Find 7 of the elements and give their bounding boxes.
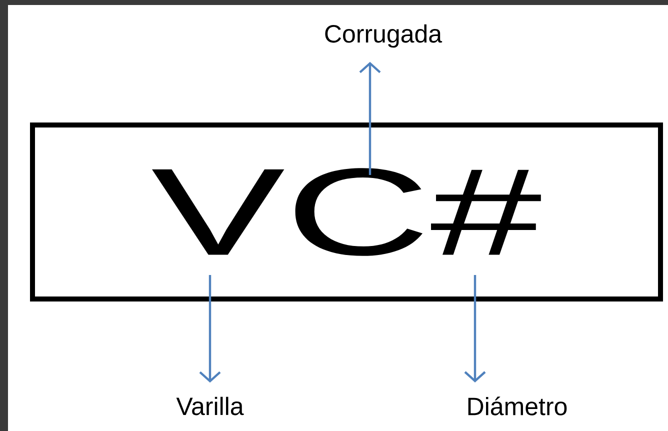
part-label: Corrugada: [325, 24, 442, 48]
arrow: [199, 275, 221, 383]
arrow: [464, 275, 486, 382]
arrow: [359, 62, 381, 175]
part-label: Varilla: [176, 396, 244, 416]
labelled-box: VC#: [30, 122, 663, 302]
part-label: Diámetro: [468, 396, 567, 416]
